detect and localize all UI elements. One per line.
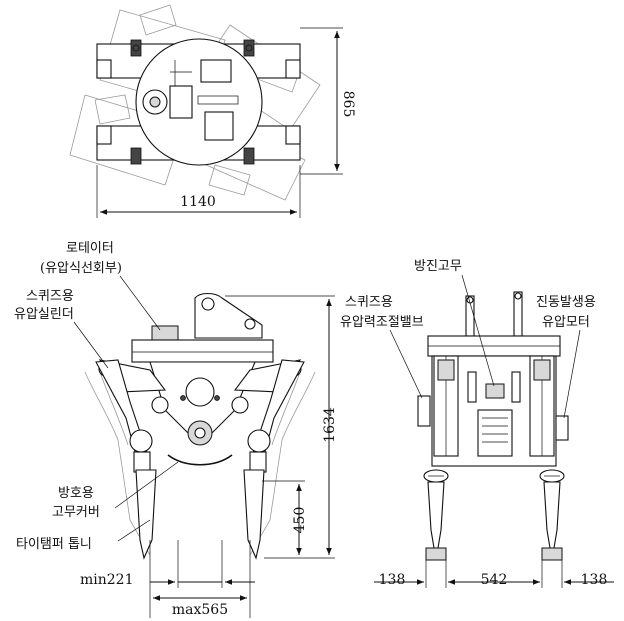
top-view: 1140 865 [69,4,356,218]
front-left-tine [135,469,157,560]
side-valve-box [417,395,431,427]
valve-label-1: 스퀴즈용 [345,295,393,310]
squeeze-cyl-label-1: 스퀴즈용 [26,289,74,304]
front-view: 로테이터 (유압식선회부) 스퀴즈용 유압실린더 방호용 고무커버 타이탬퍼 톱… [14,241,338,618]
motor-label-2: 유압모터 [542,315,590,330]
front-rubber-cover [167,454,233,466]
side-center-block [477,409,513,457]
rotator-leader [119,275,161,331]
side-right-tine [543,481,561,549]
front-tine-dim: 450 [292,507,308,534]
valve-label-2: 유압력조절밸브 [340,315,424,330]
side-left-tine [427,481,445,549]
side-vib-rubber [485,383,505,399]
squeeze-cyl-label-2: 유압실린더 [14,307,74,322]
front-rotator-block [151,325,179,341]
front-right-tine [243,469,265,560]
side-view: 방진고무 스퀴즈용 유압력조절밸브 진동발생용 유압모터 138 542 138 [340,259,614,588]
front-min-dim: min221 [80,572,134,588]
top-cylinders [130,39,255,165]
motor-leader [563,329,581,419]
side-right-dim: 138 [581,572,608,588]
rubber-cover-label-2: 고무커버 [52,505,100,520]
tine-label: 타이탬퍼 톱니 [16,537,92,552]
rotator-label-1: 로테이터 [66,241,114,256]
vib-rubber-leader [461,274,495,387]
rubber-cover-leader [114,461,179,509]
front-height-dim: 1634 [322,407,338,443]
front-rotator-plate [131,339,274,363]
top-width-dim: 1140 [180,194,216,210]
side-left-dim: 138 [379,572,406,588]
vib-rubber-label: 방진고무 [414,259,462,274]
front-max-dim: max565 [172,602,228,618]
squeeze-cyl-leader [73,321,109,369]
motor-label-1: 진동발생용 [536,295,596,310]
rotator-label-2: (유압식선회부) [40,261,122,276]
top-depth-dim: 865 [340,91,356,118]
side-center-dim: 542 [481,572,508,588]
side-motor-box [555,415,569,441]
tine-leader [117,519,151,542]
rubber-cover-label-1: 방호용 [58,486,94,501]
valve-leader [389,329,423,399]
